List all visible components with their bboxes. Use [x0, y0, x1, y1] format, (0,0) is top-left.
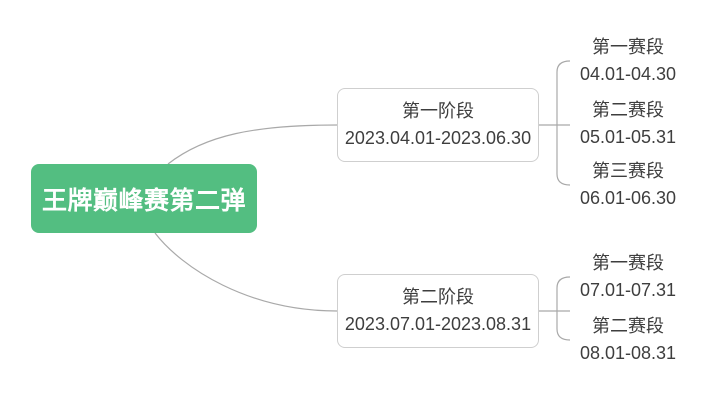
- stage-node-1[interactable]: 第一阶段 2023.04.01-2023.06.30: [337, 88, 539, 162]
- segment-date-range: 08.01-08.31: [579, 343, 677, 363]
- edge-root-stage2: [154, 232, 338, 312]
- segment-node-1-3[interactable]: 第三赛段 06.01-06.30: [566, 158, 690, 212]
- stage-date-range: 2023.04.01-2023.06.30: [344, 128, 532, 148]
- root-node[interactable]: 王牌巅峰赛第二弹: [31, 164, 257, 233]
- segment-node-2-1[interactable]: 第一赛段 07.01-07.31: [566, 250, 690, 304]
- stage-node-2[interactable]: 第二阶段 2023.07.01-2023.08.31: [337, 274, 539, 348]
- segment-title: 第一赛段: [592, 37, 664, 57]
- segment-title: 第二赛段: [592, 316, 664, 336]
- stage-title: 第二阶段: [402, 287, 474, 307]
- root-node-label: 王牌巅峰赛第二弹: [41, 186, 246, 215]
- segment-node-1-1[interactable]: 第一赛段 04.01-04.30: [566, 34, 690, 88]
- segment-date-range: 04.01-04.30: [579, 64, 677, 84]
- segment-title: 第二赛段: [592, 100, 664, 120]
- segment-title: 第三赛段: [592, 161, 664, 181]
- edge-root-stage1: [167, 124, 338, 165]
- segment-date-range: 05.01-05.31: [579, 127, 677, 147]
- segment-date-range: 06.01-06.30: [579, 188, 677, 208]
- segment-node-1-2[interactable]: 第二赛段 05.01-05.31: [566, 97, 690, 151]
- segment-node-2-2[interactable]: 第二赛段 08.01-08.31: [566, 313, 690, 367]
- segment-title: 第一赛段: [592, 253, 664, 273]
- stage-title: 第一阶段: [402, 101, 474, 121]
- stage-date-range: 2023.07.01-2023.08.31: [344, 314, 532, 334]
- segment-date-range: 07.01-07.31: [579, 280, 677, 300]
